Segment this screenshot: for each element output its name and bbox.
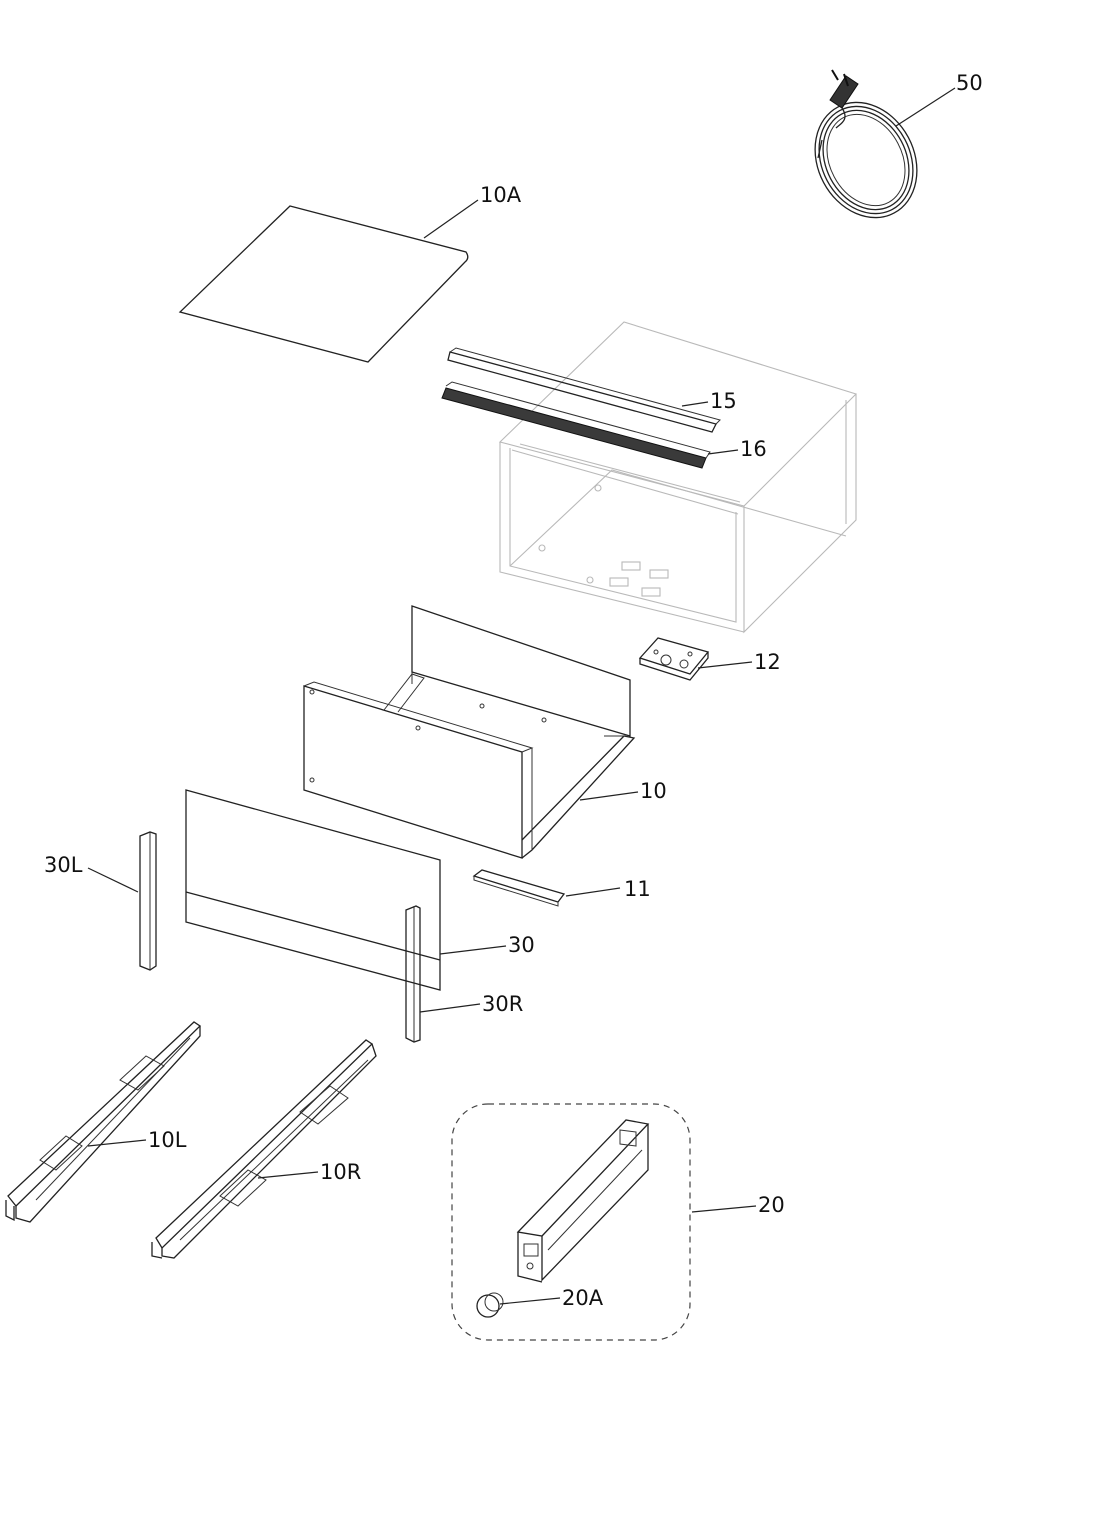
heating-unit-kit-drawing <box>451 1103 691 1341</box>
leader-lines <box>87 87 956 1305</box>
part-label-30l: 30L <box>44 853 83 877</box>
part-label-30: 30 <box>508 933 535 957</box>
toothed-rail-drawing <box>441 381 711 469</box>
part-label-16: 16 <box>740 437 767 461</box>
control-bracket-drawing <box>638 637 710 681</box>
right-slide-rail-drawing <box>151 1039 377 1259</box>
part-label-10a: 10A <box>480 183 522 207</box>
part-label-10: 10 <box>640 779 667 803</box>
front-panel-drawing <box>185 789 441 991</box>
power-cord-drawing <box>814 69 918 219</box>
part-label-20a: 20A <box>562 1286 604 1310</box>
part-label-11: 11 <box>624 877 651 901</box>
part-label-10r: 10R <box>320 1160 361 1184</box>
callout-labels: 50 10A 15 16 12 10 11 30L 30 30R 10L 10R… <box>44 71 983 1310</box>
left-slide-rail-drawing <box>5 1021 202 1223</box>
rail-strip-drawing <box>447 347 721 433</box>
part-label-20: 20 <box>758 1193 785 1217</box>
top-panel-drawing <box>178 205 469 363</box>
left-trim-strip-drawing <box>139 831 157 971</box>
part-label-12: 12 <box>754 650 781 674</box>
part-label-15: 15 <box>710 389 737 413</box>
cabinet-housing-drawing <box>498 321 858 634</box>
cross-bar-drawing <box>472 869 566 907</box>
knob-drawing <box>476 1292 504 1318</box>
part-label-10l: 10L <box>148 1128 187 1152</box>
right-trim-strip-drawing <box>405 905 421 1043</box>
part-label-30r: 30R <box>482 992 523 1016</box>
part-label-50: 50 <box>956 71 983 95</box>
drawer-body-drawing <box>303 605 636 859</box>
